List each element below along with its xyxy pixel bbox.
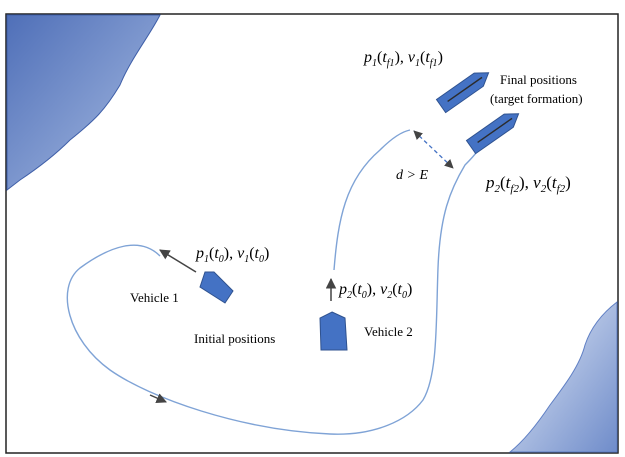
vehicle1-final-state-label: p1(tf1), v1(tf1) bbox=[363, 49, 443, 69]
vehicle1-final-boat bbox=[435, 72, 490, 114]
vehicle1-trajectory bbox=[66, 149, 479, 435]
vehicle1-boat bbox=[199, 271, 234, 304]
vehicle2-trajectory bbox=[333, 129, 411, 271]
direction-arrow-path bbox=[149, 393, 167, 404]
vehicle1-velocity-arrow bbox=[159, 249, 197, 273]
land-top-left bbox=[6, 14, 161, 192]
vehicle1-label: Vehicle 1 bbox=[130, 290, 179, 305]
final-positions-label: Final positions bbox=[500, 72, 577, 87]
target-formation-label: (target formation) bbox=[490, 91, 583, 106]
land-bottom-right bbox=[508, 300, 618, 453]
vehicle2-final-boat bbox=[465, 113, 520, 155]
initial-positions-label: Initial positions bbox=[194, 331, 275, 346]
vehicle2-initial-state-label: p2(t0), v2(t0) bbox=[338, 281, 412, 301]
distance-label: d > E bbox=[396, 168, 428, 183]
vehicle1-initial-state-label: p1(t0), v1(t0) bbox=[195, 245, 269, 265]
vehicle2-final-state-label: p2(tf2), v2(tf2) bbox=[485, 173, 571, 195]
vehicle2-boat bbox=[319, 311, 348, 351]
vehicle2-label: Vehicle 2 bbox=[364, 324, 413, 339]
distance-line bbox=[413, 130, 454, 169]
